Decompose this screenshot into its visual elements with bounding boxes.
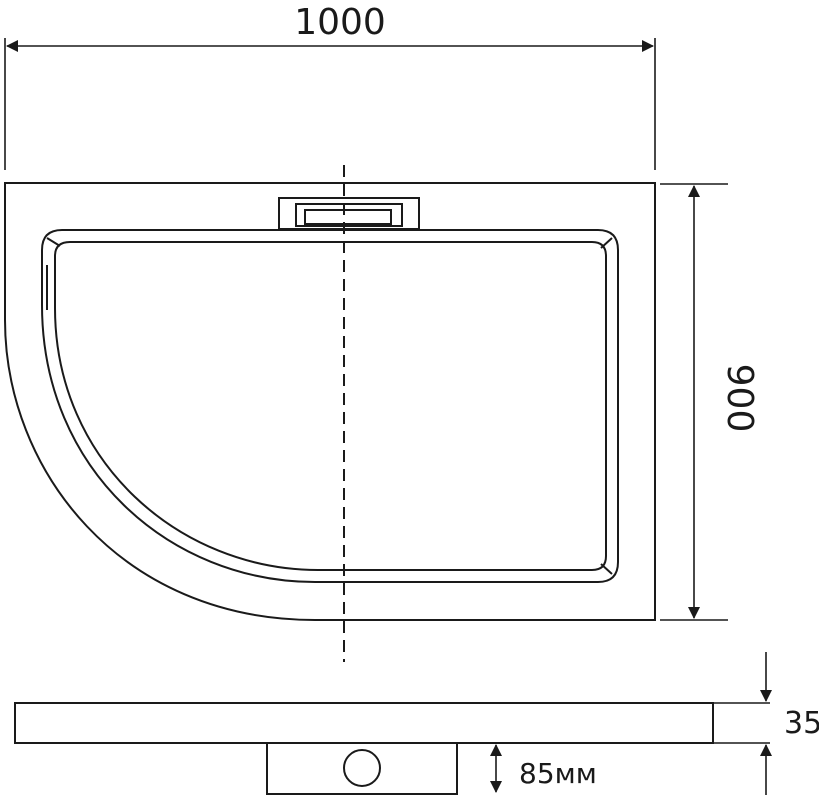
drain-grate-outer [295,203,403,227]
basin-corner-bevel-tr [600,237,613,249]
basin-corner-bevel-tl [46,237,61,247]
top-view [4,38,728,662]
width-label: 1000 [294,2,386,43]
basin-outer-outline [41,229,619,583]
drain-depth-label: 85мм [519,757,597,790]
drain-pipe-circle [343,749,381,787]
drain-grate-inner [304,209,392,225]
height-label: 35 [784,706,819,741]
depth-label: 900 [719,364,760,433]
basin-inner-outline [54,241,607,571]
basin-corner-bevel-br [600,563,613,575]
drain-side-profile [266,742,458,795]
tray-outline [4,182,656,621]
drain-housing [278,197,420,230]
side-view [14,652,772,795]
tray-side-profile [14,702,714,744]
